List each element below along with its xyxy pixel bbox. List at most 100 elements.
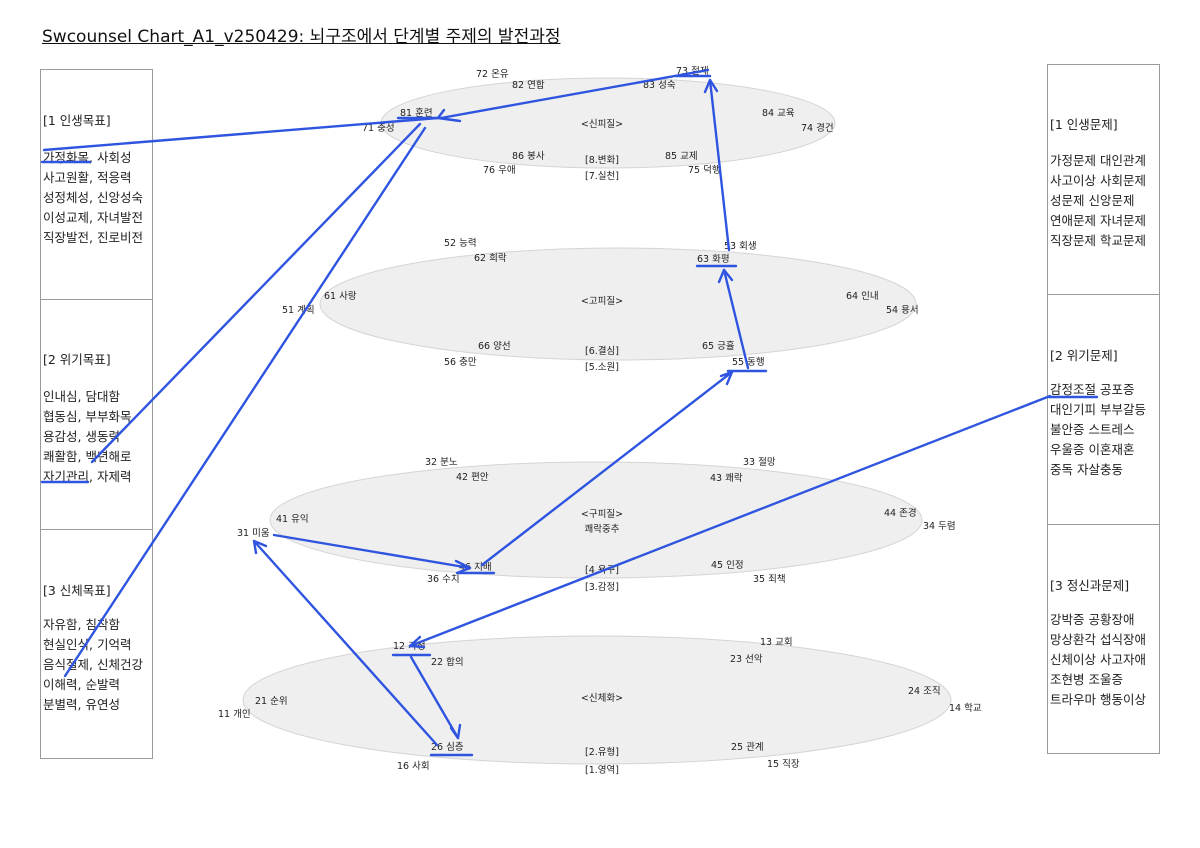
ellipse-sinchehwa [242, 635, 952, 765]
problem-line: 성문제 신앙문제 [1050, 193, 1135, 208]
right-problems-panel: [1 인생문제] 가정문제 대인관계 사고이상 사회문제 성문제 신앙문제 연애… [1047, 64, 1160, 754]
node-label: 46 지배 [459, 562, 492, 573]
connector-line [42, 116, 440, 152]
node-label: 82 연합 [512, 80, 545, 91]
annotation-strokes [40, 68, 1099, 757]
connector-line [252, 539, 439, 747]
problem-line: 감정조절 공포증 [1050, 382, 1135, 397]
node-label: 41 유익 [276, 513, 309, 525]
node-label: 24 조직 [908, 686, 941, 697]
problem-line: 가정문제 대인관계 [1050, 153, 1146, 168]
problem-section-life: [1 인생문제] 가정문제 대인관계 사고이상 사회문제 성문제 신앙문제 연애… [1048, 65, 1159, 294]
node-label: 14 학교 [949, 703, 982, 714]
connector-line [90, 122, 422, 464]
node-label: 63 화평 [697, 254, 730, 265]
node-label: 32 분노 [425, 457, 458, 468]
ellipse-center-label: <신체화> [581, 693, 623, 704]
arrowhead [408, 635, 426, 649]
node-label: 65 긍휼 [702, 340, 735, 352]
node-label: 13 교회 [760, 637, 793, 648]
node-label: 34 두렴 [923, 520, 956, 532]
node-label: 11 개인 [218, 709, 251, 720]
goal-line: 이해력, 순발력 [43, 677, 120, 692]
problem-line: 우울증 이혼재혼 [1050, 442, 1135, 457]
node-label: 76 우애 [483, 165, 516, 176]
ellipse-stage-label: [5.소원] [585, 362, 619, 373]
problem-section-title: [1 인생문제] [1050, 117, 1118, 132]
node-label: 44 존경 [884, 507, 917, 519]
node-label: 51 계획 [282, 304, 315, 316]
ellipse-center-label: 쾌락중추 [585, 523, 620, 535]
goal-section-title: [3 신체목표] [43, 583, 111, 598]
node-label: 43 쾌락 [710, 472, 743, 484]
node-label: 15 직장 [767, 759, 800, 770]
ellipse-gopijil [319, 247, 917, 361]
node-label: 42 편안 [456, 471, 489, 483]
problem-section-crisis: [2 위기문제] 감정조절 공포증 대인기피 부부갈등 불안증 스트레스 우울증… [1048, 294, 1159, 525]
node-label: 25 관계 [731, 741, 764, 753]
node-label: 35 죄책 [753, 574, 786, 585]
goal-section-title: [2 위기목표] [43, 352, 111, 367]
node-label: 36 수치 [427, 573, 460, 585]
ellipse-stage-label: [8.변화] [585, 155, 619, 166]
ellipse-center-label: <고피질> [581, 295, 623, 307]
node-label: 86 봉사 [512, 151, 545, 162]
goal-line: 사고원활, 적응력 [43, 170, 132, 185]
node-label: 56 충만 [444, 357, 477, 368]
arrowhead [449, 723, 462, 740]
node-label: 84 교육 [762, 108, 795, 119]
arrowhead [717, 268, 734, 284]
node-label: 85 교제 [665, 151, 698, 162]
goal-line: 쾌활함, 백년해로 [43, 449, 132, 464]
node-label: 23 선악 [730, 653, 763, 665]
node-label: 66 양선 [478, 341, 511, 352]
arrowhead [454, 559, 472, 575]
node-label: 21 순위 [255, 695, 288, 707]
node-label: 22 합의 [431, 657, 464, 668]
arrowhead [436, 108, 462, 123]
node-label: 45 인정 [711, 560, 744, 571]
connector-line [409, 655, 460, 740]
problem-line: 불안증 스트레스 [1050, 422, 1135, 437]
connector-line [408, 394, 1052, 648]
goal-line: 인내심, 담대함 [43, 389, 120, 404]
problem-line: 강박증 공황장애 [1050, 612, 1135, 627]
problem-section-title: [3 정신과문제] [1050, 578, 1130, 593]
goal-line: 현실인식, 기억력 [43, 637, 132, 652]
node-label: 26 심층 [431, 742, 464, 753]
node-label: 33 절망 [743, 456, 776, 468]
problem-line: 대인기피 부부갈등 [1050, 402, 1146, 417]
ellipse-stage-label: [3.감정] [585, 581, 619, 593]
goal-line: 자기관리, 자제력 [43, 469, 132, 484]
goal-section-life: [1 인생목표] 가정화목, 사회성 사고원활, 적응력 성정체성, 신앙성숙 … [41, 70, 152, 299]
node-label: 64 인내 [846, 291, 879, 302]
node-label: 72 온유 [476, 69, 509, 80]
goal-section-title: [1 인생목표] [43, 113, 111, 128]
left-goals-panel: [1 인생목표] 가정화목, 사회성 사고원활, 적응력 성정체성, 신앙성숙 … [40, 69, 153, 759]
node-label: 74 경건 [801, 122, 834, 134]
goal-line: 음식절제, 신체건강 [43, 657, 143, 672]
page-title: Swcounsel Chart_A1_v250429: 뇌구조에서 단계별 주제… [42, 27, 561, 47]
connector-line [439, 68, 710, 120]
node-label: 83 성숙 [643, 80, 676, 91]
goal-line: 용감성, 생동력 [43, 429, 120, 444]
node-label: 16 사회 [397, 761, 430, 772]
problem-line: 연애문제 자녀문제 [1050, 213, 1146, 228]
ellipse-gupijil [269, 461, 923, 579]
arrowhead [252, 539, 268, 555]
node-label: 71 충성 [362, 123, 395, 134]
goal-line: 협동심, 부부화목 [43, 409, 132, 424]
ellipse-center-label: <구피질> [581, 508, 623, 520]
connector-line [272, 533, 472, 570]
ellipse-stage-label: [2.유형] [585, 747, 619, 758]
goal-section-body: [3 신체목표] 자유함, 침착함 현실인식, 기억력 음식절제, 신체건강 이… [41, 529, 152, 759]
connector-line [63, 126, 427, 678]
arrowhead [719, 370, 734, 386]
ellipse-stage-label: [1.영역] [585, 765, 619, 776]
problem-line: 망상환각 섭식장애 [1050, 632, 1146, 647]
problem-line: 신체이상 사고자애 [1050, 652, 1146, 667]
problem-line: 중독 자살충동 [1050, 462, 1123, 477]
node-label: 61 사랑 [324, 290, 357, 302]
problem-line: 직장문제 학교문제 [1050, 233, 1146, 248]
